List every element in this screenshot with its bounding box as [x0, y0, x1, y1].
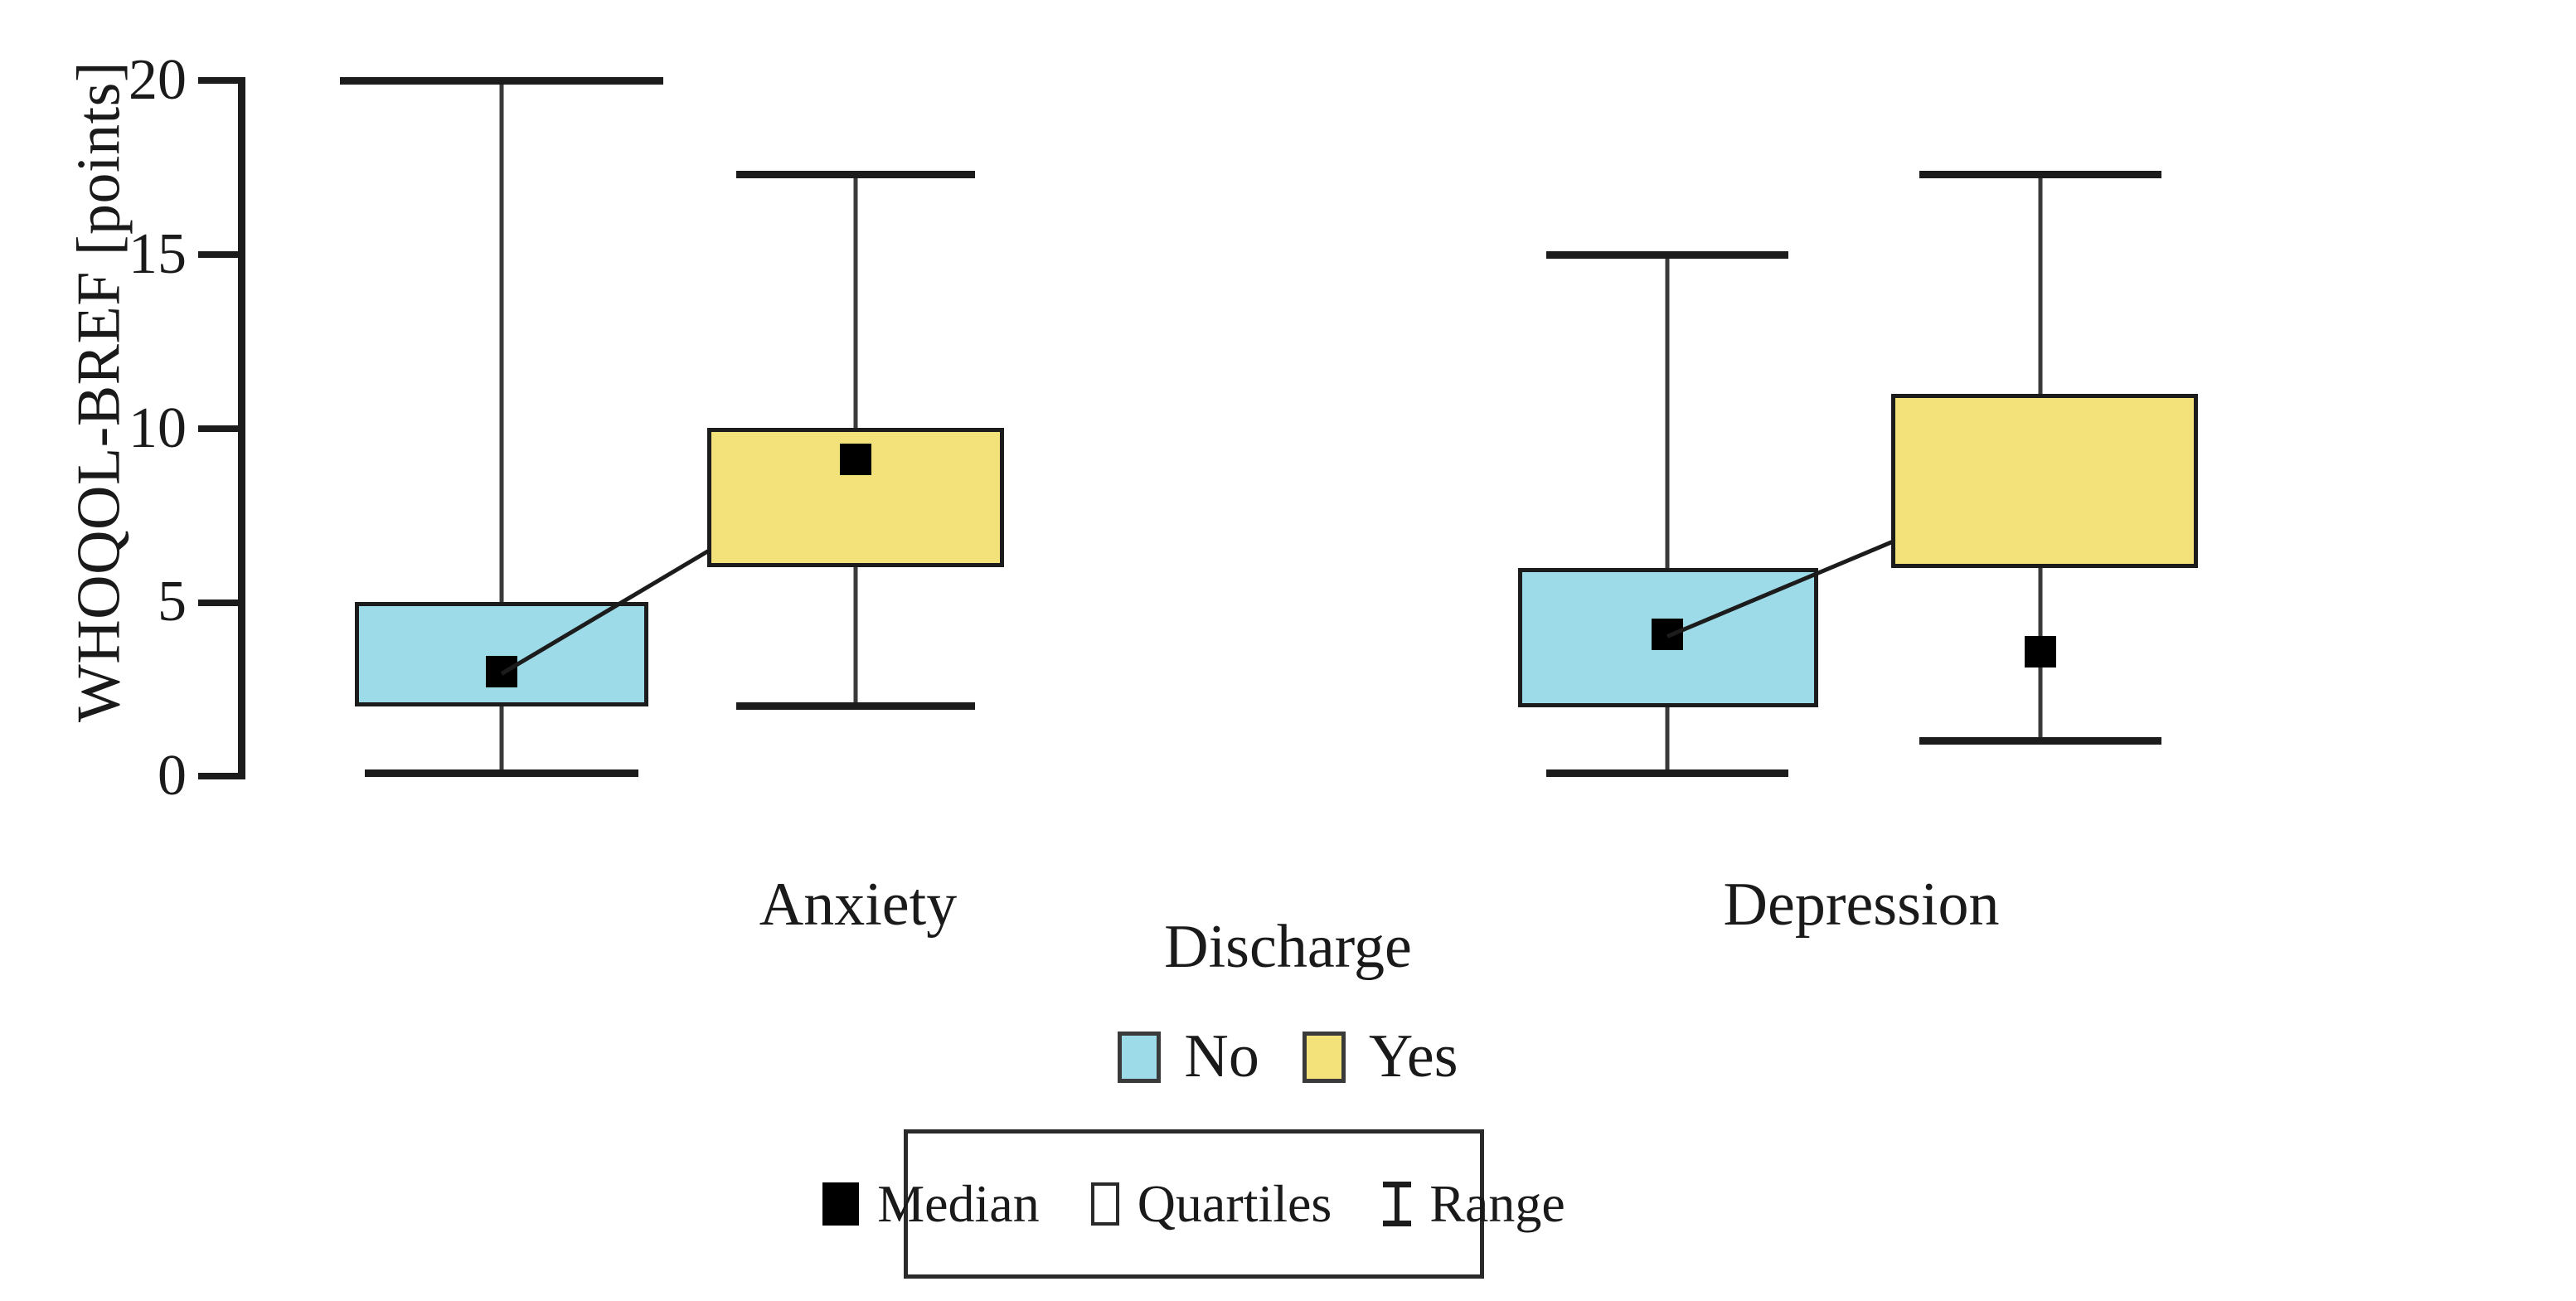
median-marker	[2025, 636, 2056, 667]
legend-label-quartiles: Quartiles	[1137, 1174, 1332, 1233]
marker-legend-box: Median Quartiles Range	[822, 1129, 1565, 1279]
whisker-upper-line	[499, 80, 504, 602]
whisker-upper-cap	[1919, 171, 2161, 178]
y-tick-label-20: 20	[129, 48, 187, 112]
legend-swatch-no-icon	[1118, 1031, 1162, 1083]
legend-entry-quartiles: Quartiles	[1090, 1173, 1332, 1235]
y-tick-labels: 20 15 10 5 0	[37, 48, 187, 808]
box-group-anxiety	[245, 77, 1322, 777]
whisker-upper-cap	[1546, 251, 1788, 259]
y-tick-label-10: 10	[129, 396, 187, 460]
legend-entry-no[interactable]: No	[1118, 1022, 1259, 1092]
category-label-depression: Depression	[1723, 871, 2000, 939]
legend-title: Discharge	[1164, 913, 1412, 981]
y-tick-15	[198, 251, 240, 258]
y-tick-label-5: 5	[158, 570, 187, 634]
legend-series: No Yes	[0, 1022, 2576, 1092]
legend-swatch-yes-icon	[1302, 1031, 1346, 1083]
legend-label-median: Median	[877, 1174, 1040, 1233]
legend-label-range: Range	[1429, 1174, 1565, 1233]
range-ibar-icon	[1383, 1182, 1412, 1226]
whisker-lower-line	[499, 706, 504, 773]
y-tick-5	[198, 600, 240, 606]
whisker-lower-cap	[1546, 769, 1788, 777]
whisker-lower-cap	[736, 702, 975, 710]
category-label-anxiety: Anxiety	[759, 871, 958, 939]
legend-label-yes: Yes	[1368, 1022, 1458, 1090]
median-marker	[840, 444, 871, 475]
median-square-icon	[822, 1182, 860, 1226]
quartiles-square-icon	[1090, 1182, 1119, 1226]
whisker-upper-cap	[340, 77, 663, 85]
whisker-lower-line	[1665, 707, 1670, 774]
legend-entry-range: Range	[1383, 1173, 1565, 1235]
legend-entry-yes[interactable]: Yes	[1302, 1022, 1458, 1092]
y-axis-spine	[238, 77, 245, 779]
box-group-depression	[1405, 80, 2533, 777]
whisker-upper-line	[1665, 254, 1670, 568]
quartile-box	[1891, 394, 2198, 568]
whisker-lower-cap	[1919, 737, 2161, 745]
legend-label-no: No	[1184, 1022, 1259, 1090]
whisker-lower-cap	[365, 769, 638, 777]
quartile-box	[707, 428, 1004, 567]
whisker-lower-line	[853, 567, 858, 706]
y-tick-0	[198, 773, 240, 779]
quartile-box	[355, 602, 648, 706]
y-tick-10	[198, 425, 240, 432]
whisker-upper-line	[2038, 173, 2043, 394]
y-tick-label-0: 0	[158, 744, 187, 808]
plot-area: 20 15 10 5 0	[129, 48, 2533, 939]
whisker-upper-line	[853, 173, 858, 428]
y-tick-20	[198, 77, 240, 84]
legend-entry-median: Median	[822, 1173, 1040, 1235]
y-tick-label-15: 15	[129, 222, 187, 286]
whisker-upper-cap	[736, 171, 975, 178]
